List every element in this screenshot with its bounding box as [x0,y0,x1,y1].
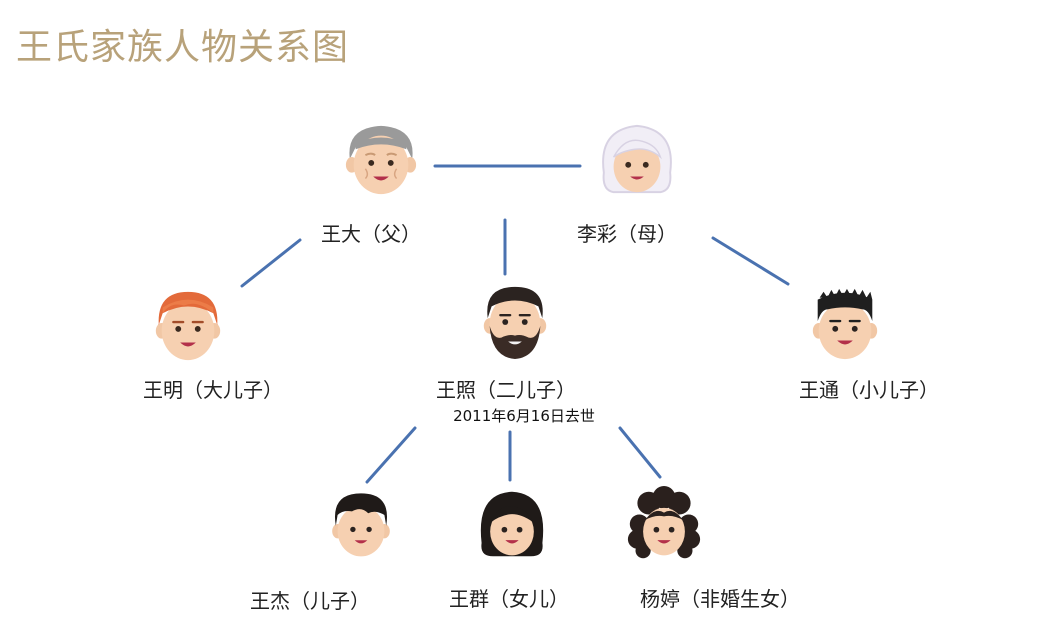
son2-avatar [476,283,554,361]
son1-avatar [149,286,227,364]
mother-name: 李彩（母） [577,222,677,246]
son1-name: 王明（大儿子） [143,378,283,402]
line-mother-son3 [711,236,790,286]
granddaughter-name: 王群（女儿） [449,587,569,611]
mother-avatar [598,120,676,198]
father-avatar [342,120,420,198]
son3-avatar [806,284,884,362]
page-title: 王氏家族人物关系图 [16,27,350,68]
line-son2-grandson [365,426,417,484]
grandson-avatar [325,488,397,560]
illegit-daughter-name: 杨婷（非婚生女） [640,587,800,611]
line-son2-illegit [618,426,662,479]
line-father-son1 [240,238,302,288]
father-name: 王大（父） [321,222,421,246]
son2-death-note: 2011年6月16日去世 [453,407,595,425]
granddaughter-avatar [474,486,550,562]
son2-name: 王照（二儿子） [436,378,576,402]
grandson-name: 王杰（儿子） [250,589,370,613]
illegit-daughter-avatar [626,486,702,562]
son3-name: 王通（小儿子） [799,378,939,402]
